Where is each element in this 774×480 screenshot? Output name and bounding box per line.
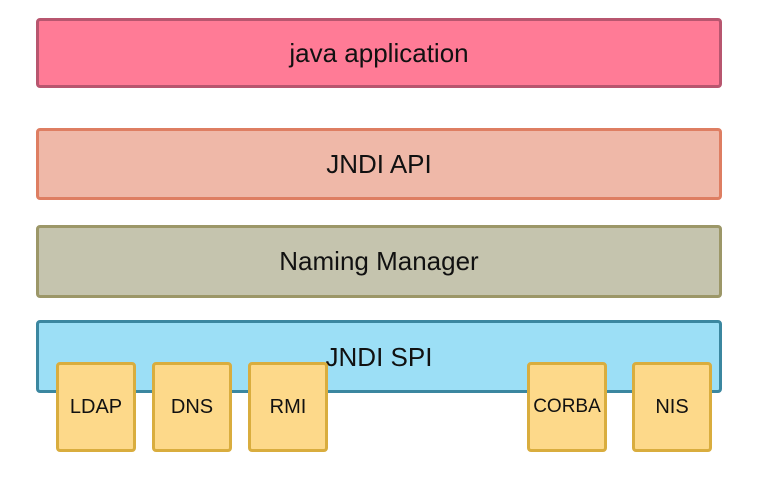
jndi-api-label: JNDI API xyxy=(326,148,432,179)
provider-corba-label: CORBA xyxy=(533,396,601,417)
provider-corba-box: CORBA xyxy=(527,362,607,452)
provider-ldap-box: LDAP xyxy=(56,362,136,452)
provider-rmi-box: RMI xyxy=(248,362,328,452)
naming-manager-layer: Naming Manager xyxy=(36,225,722,298)
provider-rmi-label: RMI xyxy=(269,395,307,418)
jndi-api-layer: JNDI API xyxy=(36,128,722,200)
java-application-label: java application xyxy=(289,37,469,68)
provider-dns-label: DNS xyxy=(170,395,214,418)
java-application-layer: java application xyxy=(36,18,722,88)
naming-manager-label: Naming Manager xyxy=(279,246,479,276)
jndi-spi-label: JNDI SPI xyxy=(325,342,433,372)
provider-ldap-label: LDAP xyxy=(69,395,123,418)
jndi-spi-layer: JNDI SPI xyxy=(36,320,722,393)
provider-dns-box: DNS xyxy=(152,362,232,452)
provider-nis-label: NIS xyxy=(655,395,689,418)
provider-nis-box: NIS xyxy=(632,362,712,452)
